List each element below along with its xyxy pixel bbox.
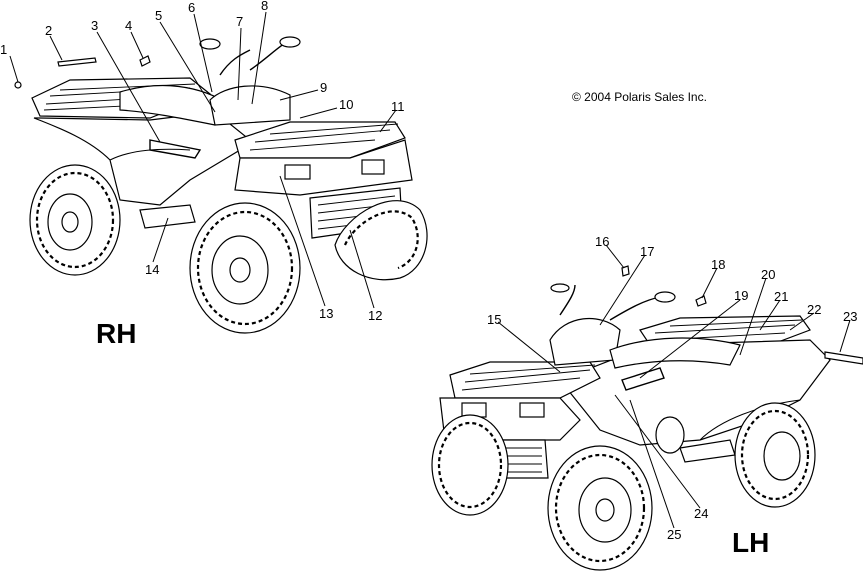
callout-20: 20	[761, 267, 775, 282]
view-label-lh: LH	[732, 527, 769, 558]
leader-lines	[9, 11, 851, 529]
callout-1: 1	[0, 42, 7, 57]
view-label-rh: RH	[96, 318, 136, 349]
callout-10: 10	[339, 97, 353, 112]
callout-7: 7	[236, 14, 243, 29]
callout-23: 23	[843, 309, 857, 324]
callout-19: 19	[734, 288, 748, 303]
callout-13: 13	[319, 306, 333, 321]
callout-22: 22	[807, 302, 821, 317]
callout-6: 6	[188, 0, 195, 15]
callout-15: 15	[487, 312, 501, 327]
callout-14: 14	[145, 262, 159, 277]
callout-24: 24	[694, 506, 708, 521]
callout-25: 25	[667, 527, 681, 542]
callout-12: 12	[368, 308, 382, 323]
callout-18: 18	[711, 257, 725, 272]
callout-4: 4	[125, 18, 132, 33]
atv-left-side-view	[431, 283, 831, 571]
callout-21: 21	[774, 289, 788, 304]
callout-9: 9	[320, 80, 327, 95]
callout-2: 2	[45, 23, 52, 38]
callout-numbers: 1 2 3 4 5 6 7 8 9 10 11 12 13 14 15 16 1…	[0, 0, 857, 542]
callout-8: 8	[261, 0, 268, 13]
callout-11: 11	[391, 99, 405, 114]
loose-decals	[14, 55, 863, 365]
callout-16: 16	[595, 234, 609, 249]
callout-5: 5	[155, 8, 162, 23]
copyright-notice: © 2004 Polaris Sales Inc.	[572, 90, 707, 104]
atv-right-side-view	[29, 36, 428, 334]
callout-3: 3	[91, 18, 98, 33]
callout-17: 17	[640, 244, 654, 259]
